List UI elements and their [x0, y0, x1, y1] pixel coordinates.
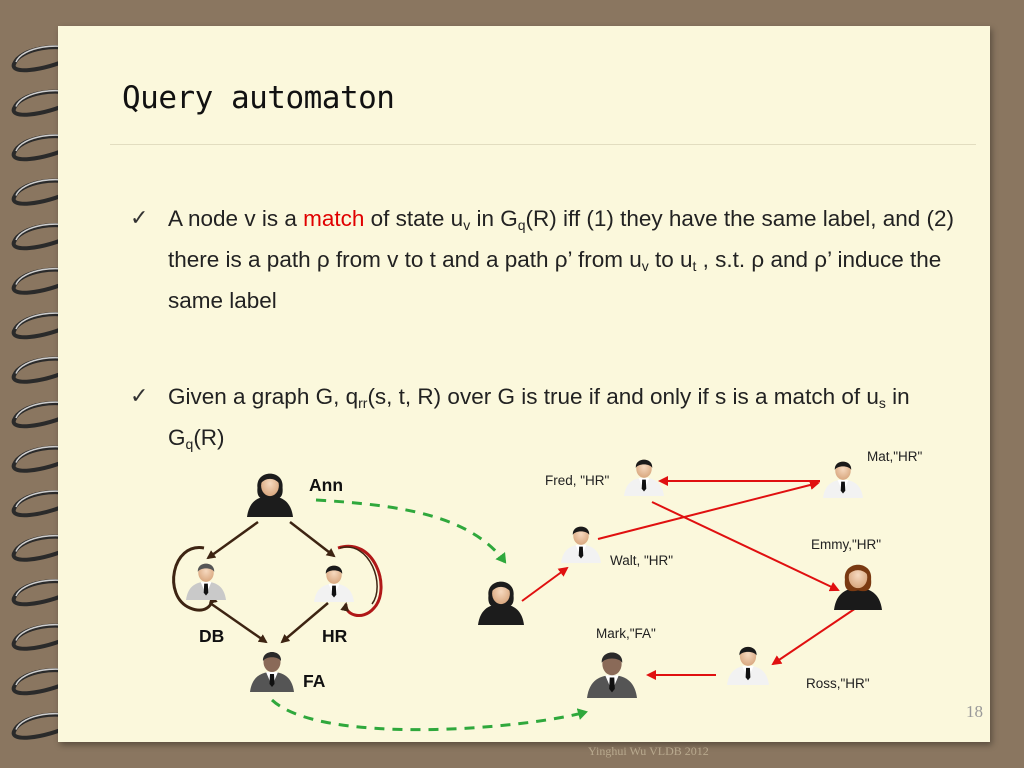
query-node-hr-label: HR — [322, 626, 348, 646]
bullet-text-2: Given a graph G, qrr(s, t, R) over G is … — [168, 384, 910, 452]
match-emphasis: match — [303, 206, 365, 231]
person-icon — [823, 461, 863, 498]
edge-ann-db — [206, 520, 259, 560]
edge-fred-emmy — [651, 501, 840, 592]
check-icon: ✓ — [130, 205, 149, 230]
bullet-text-1: A node v is a match of state uv in Gq(R)… — [168, 206, 955, 313]
data-node-emmy-label: Emmy,"HR" — [811, 537, 882, 552]
match-arrows — [270, 498, 588, 732]
edge-ann-walt — [521, 566, 569, 602]
data-node-walt-label: Walt, "HR" — [610, 553, 674, 568]
query-node-fa-label: FA — [303, 671, 326, 691]
person-icon — [587, 652, 637, 698]
person-icon — [314, 565, 354, 602]
page-number: 18 — [966, 702, 983, 721]
person-icon — [478, 581, 524, 625]
edge-emmy-ross — [771, 607, 857, 666]
person-icon — [186, 563, 226, 600]
person-icon — [247, 473, 293, 517]
self-loop-hr — [337, 544, 383, 618]
query-node-ann-label: Ann — [309, 475, 344, 495]
data-node-mark-label: Mark,"FA" — [596, 626, 656, 641]
edge-ann-hr — [289, 521, 336, 558]
match-arrow-ann — [315, 498, 507, 564]
data-edges — [521, 476, 857, 680]
person-icon — [624, 459, 664, 496]
data-node-mat-label: Mat,"HR" — [867, 449, 923, 464]
query-node-db-label: DB — [199, 626, 225, 646]
data-node-ross-label: Ross,"HR" — [806, 676, 870, 691]
self-loop-db — [172, 546, 218, 612]
person-icon — [834, 564, 882, 610]
slide-title: Query automaton — [122, 80, 395, 116]
match-arrow-fa — [270, 698, 588, 732]
title-divider — [110, 144, 976, 145]
person-icon — [727, 646, 769, 685]
person-icon — [561, 526, 601, 563]
check-icon: ✓ — [130, 383, 149, 408]
edge-walt-mat — [597, 480, 820, 540]
edge-db-fa — [209, 601, 268, 644]
data-node-fred-label: Fred, "HR" — [545, 473, 610, 488]
slide-footer: Yinghui Wu VLDB 2012 — [588, 744, 709, 758]
query-edges — [172, 520, 383, 644]
person-icon — [250, 652, 294, 692]
edge-hr-fa — [280, 602, 329, 644]
